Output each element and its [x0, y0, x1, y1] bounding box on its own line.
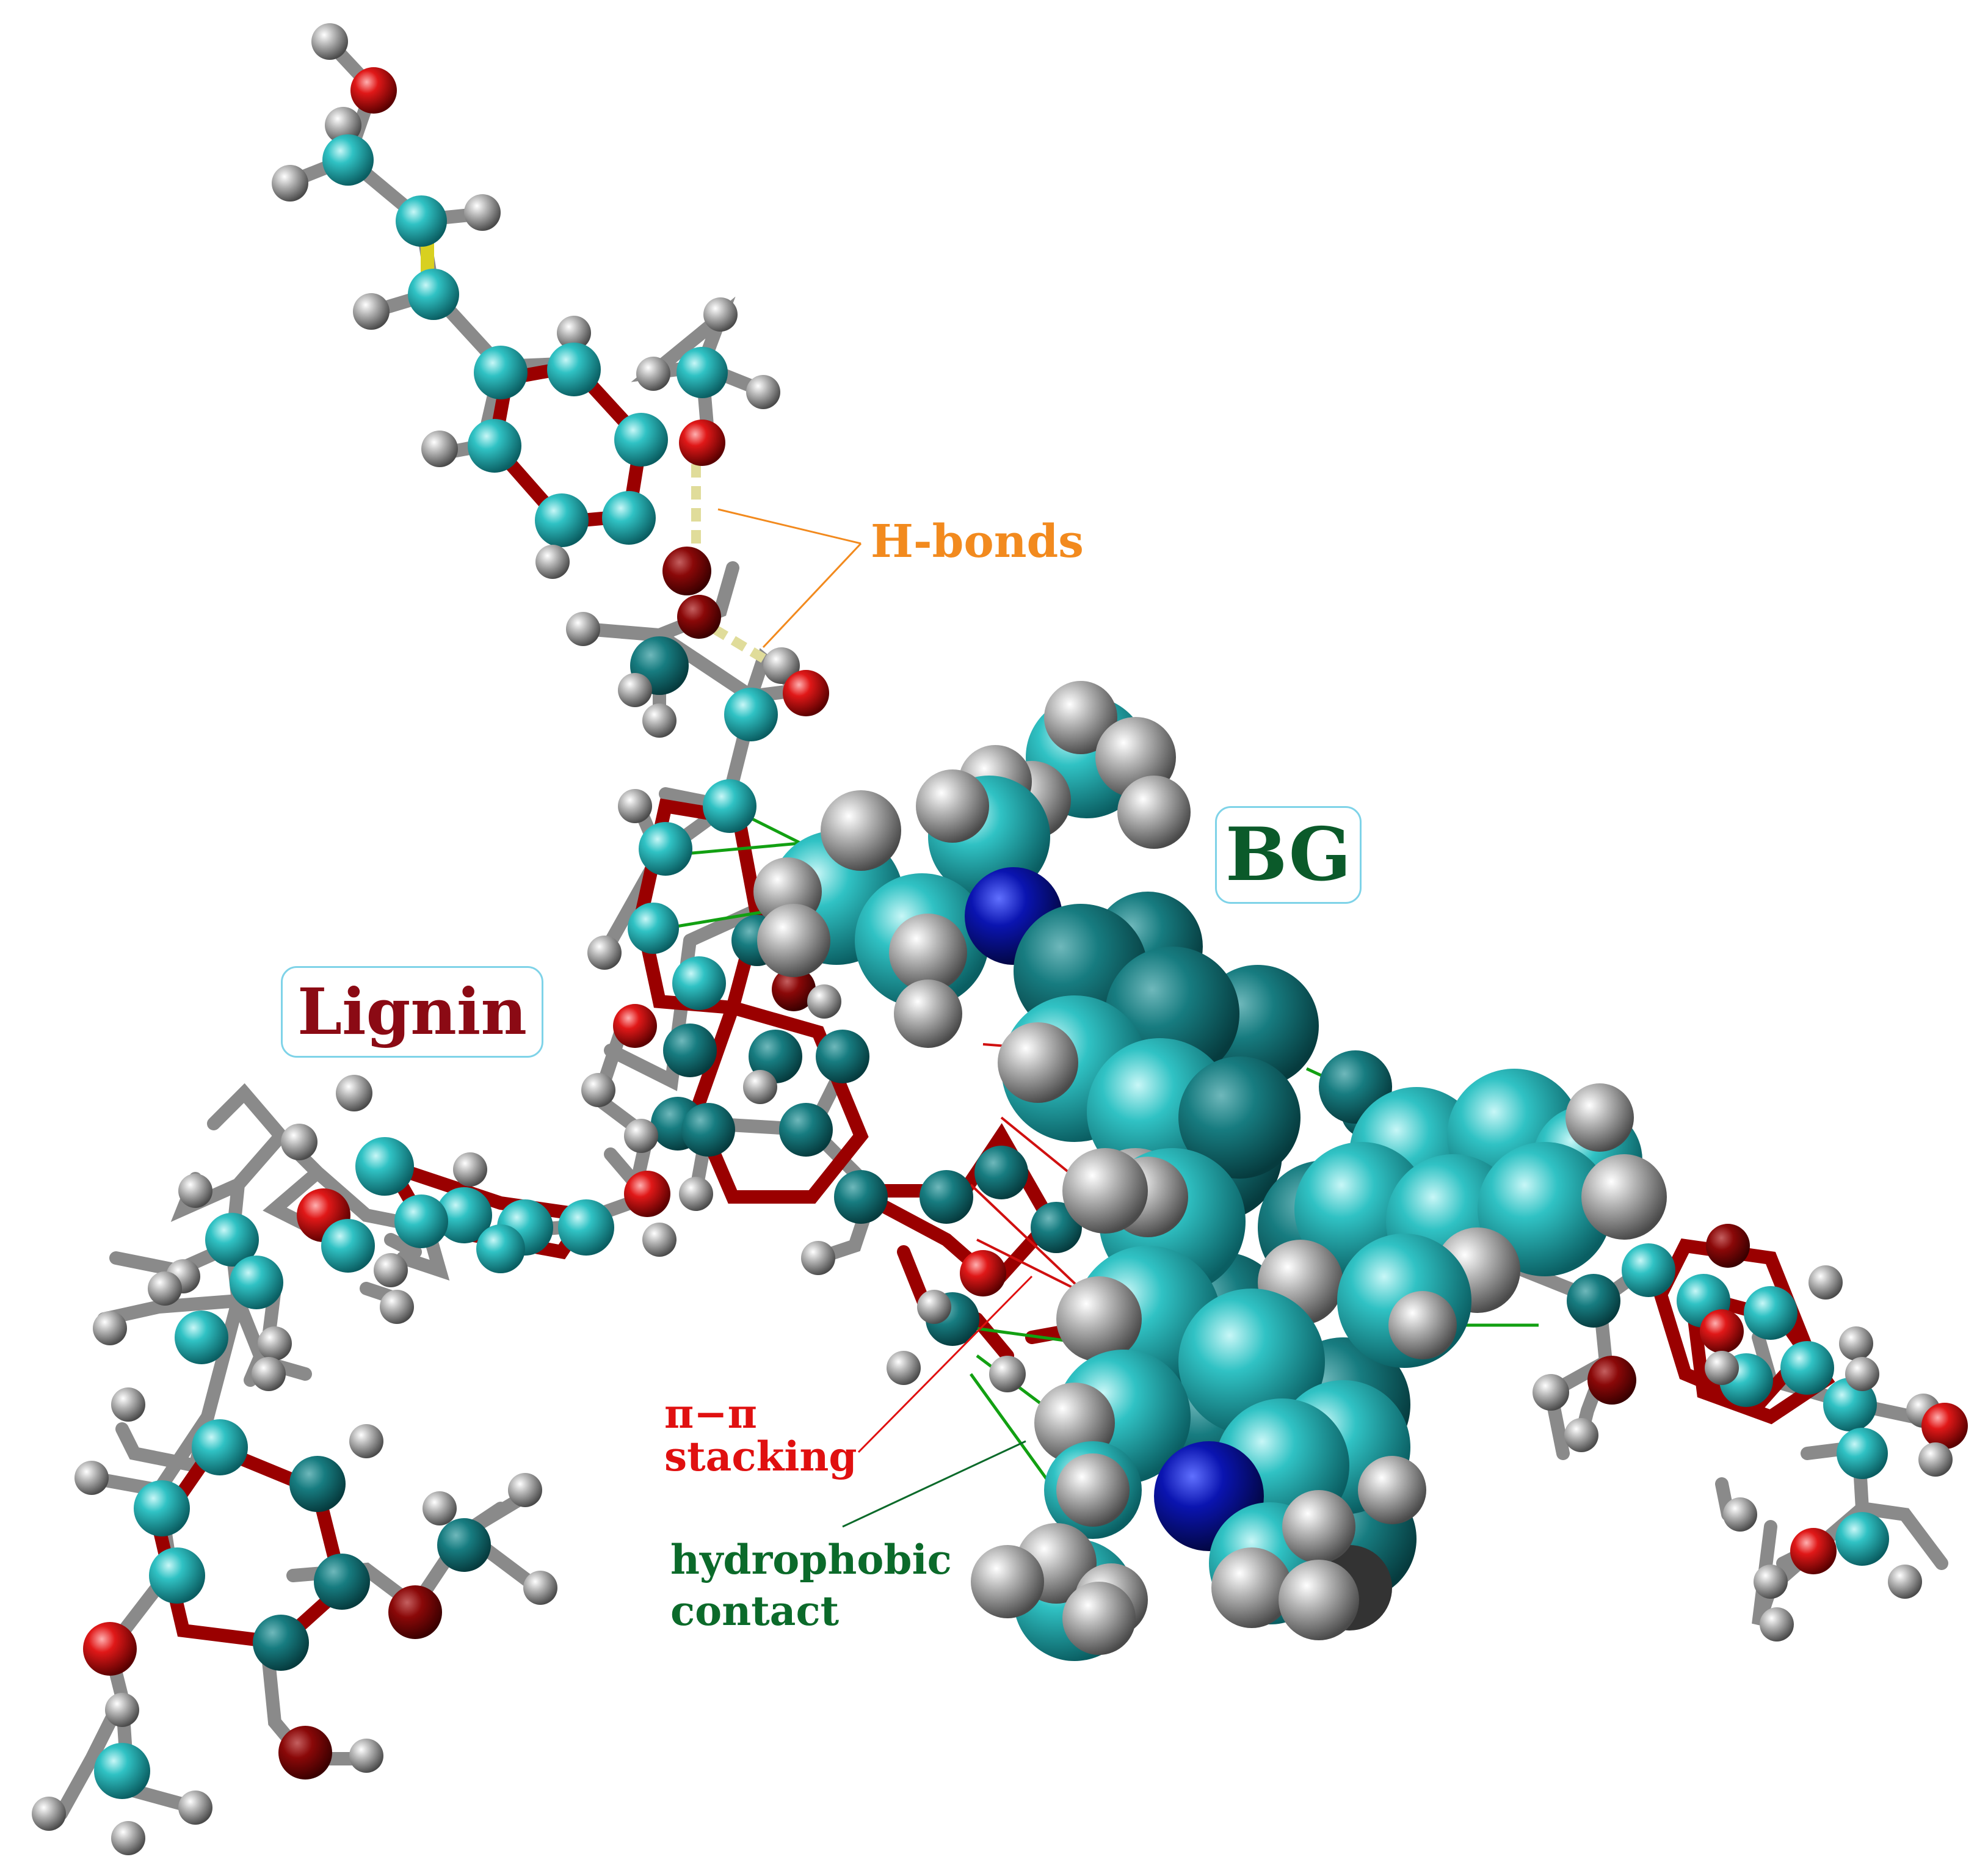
hydrophobic-label: hydrophobic — [670, 1536, 952, 1583]
annotation-leader-lines — [717, 508, 1033, 1528]
h-bonds-label: H-bonds — [871, 515, 1084, 568]
pi-pi-label: π−π — [664, 1390, 757, 1438]
contact-label: contact — [670, 1587, 840, 1635]
bg-space-filling-molecule — [753, 681, 1667, 1661]
h-bond-dashes — [691, 464, 778, 670]
lignin-atoms — [32, 23, 1968, 1855]
lignin-label: Lignin — [281, 966, 543, 1058]
stacking-label: stacking — [664, 1433, 857, 1480]
bg-label: BG — [1215, 806, 1362, 904]
